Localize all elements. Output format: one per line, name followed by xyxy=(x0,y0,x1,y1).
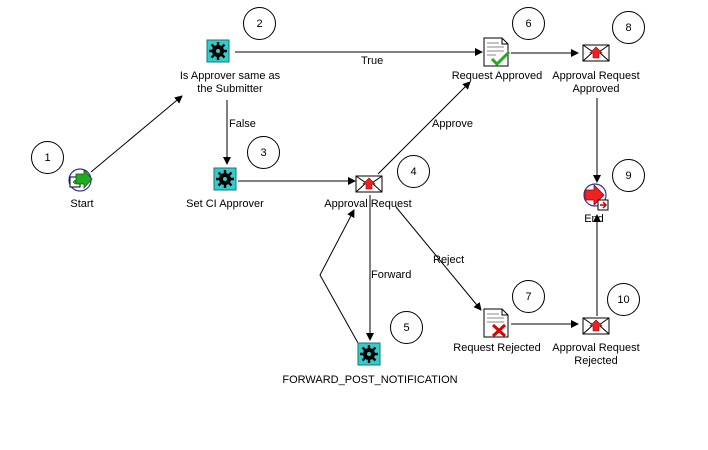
request-approved-document-check-icon[interactable] xyxy=(483,37,511,67)
edges xyxy=(90,48,601,344)
edge-start-to-is-approver xyxy=(90,95,183,173)
request-rejected-document-cross-icon[interactable] xyxy=(483,308,509,338)
step-number-4: 4 xyxy=(397,155,430,188)
step-number-2: 2 xyxy=(243,7,276,40)
step-number-3: 3 xyxy=(247,136,280,169)
approval-request-rejected-label: Approval Request Rejected xyxy=(543,342,649,368)
step-number-7: 7 xyxy=(512,280,545,313)
end-icon[interactable] xyxy=(583,183,609,211)
approval-request-envelope-icon[interactable] xyxy=(355,175,383,193)
approval-request-label: Approval Request xyxy=(324,198,412,210)
approval-rejected-label-line1: Approval Request xyxy=(552,342,640,354)
request-rejected-label: Request Rejected xyxy=(453,342,541,354)
is-approver-label: Is Approver same as the Submitter xyxy=(160,70,300,96)
approval-approved-label-line1: Approval Request xyxy=(552,70,640,82)
is-approver-label-line2: the Submitter xyxy=(197,83,263,95)
step-number-6: 6 xyxy=(512,7,545,40)
forward-post-label: FORWARD_POST_NOTIFICATION xyxy=(282,374,458,386)
end-label: End xyxy=(584,213,604,225)
step-number-10: 10 xyxy=(607,283,640,316)
edge-label-true: True xyxy=(361,55,384,67)
edge-label-false: False xyxy=(229,118,256,130)
step-number-8: 8 xyxy=(612,11,645,44)
request-approved-label: Request Approved xyxy=(451,70,543,82)
forward-post-function-icon[interactable] xyxy=(357,342,381,366)
set-ci-approver-function-icon[interactable] xyxy=(213,167,237,191)
edge-label-reject: Reject xyxy=(433,254,465,266)
edge-reject xyxy=(395,206,482,311)
step-number-1: 1 xyxy=(31,141,64,174)
edge-approve xyxy=(377,81,471,175)
approval-rejected-label-line2: Rejected xyxy=(574,355,618,367)
approval-request-approved-label: Approval Request Approved xyxy=(543,70,649,96)
is-approver-label-line1: Is Approver same as xyxy=(179,70,281,82)
start-label: Start xyxy=(70,198,94,210)
set-ci-approver-label: Set CI Approver xyxy=(186,198,264,210)
approval-request-approved-envelope-icon[interactable] xyxy=(582,44,610,62)
is-approver-function-icon[interactable] xyxy=(206,39,230,63)
step-number-5: 5 xyxy=(390,311,423,344)
start-icon[interactable] xyxy=(68,168,93,192)
approval-approved-label-line2: Approved xyxy=(572,83,620,95)
approval-request-rejected-envelope-icon[interactable] xyxy=(582,317,610,335)
step-number-9: 9 xyxy=(612,159,645,192)
edge-label-approve: Approve xyxy=(432,118,473,130)
edge-label-forward: Forward xyxy=(371,269,412,281)
edge-forward-return xyxy=(319,209,359,344)
